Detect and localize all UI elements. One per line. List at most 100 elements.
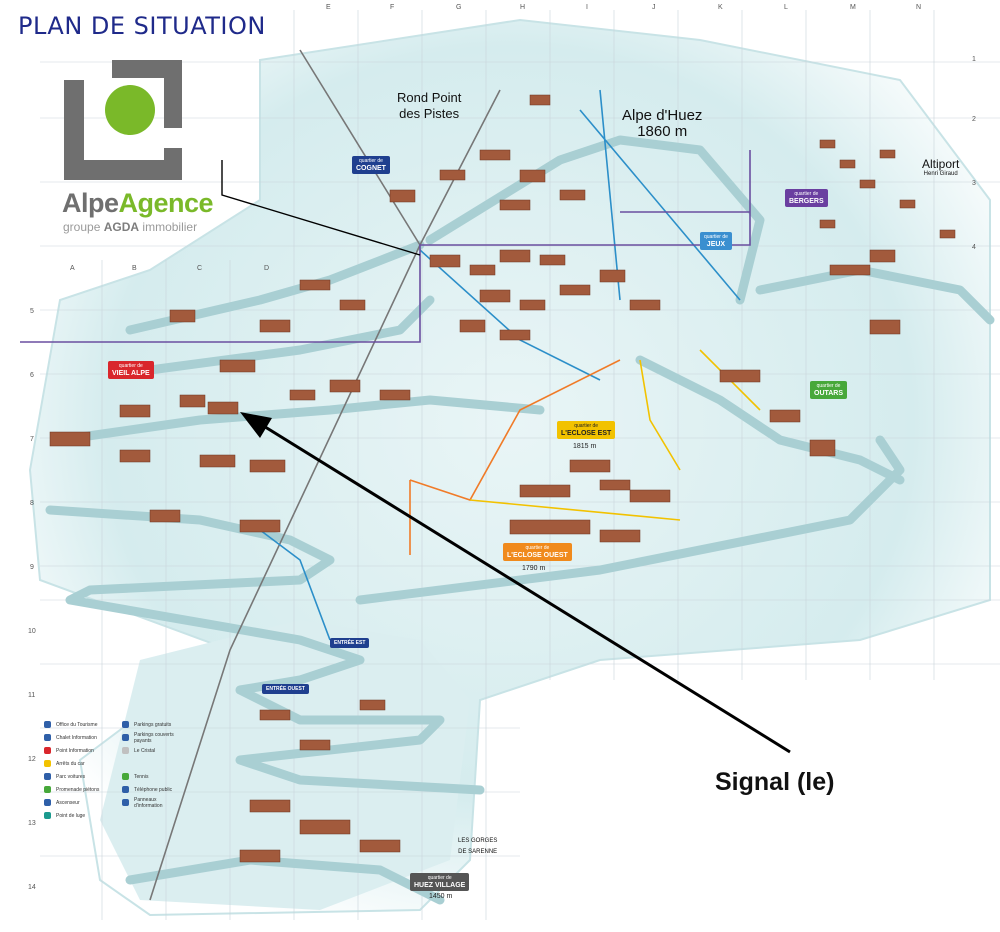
grid-row-label: 9 xyxy=(30,564,34,571)
altiport-name: Altiport xyxy=(922,157,960,171)
building xyxy=(49,431,91,447)
building xyxy=(869,249,896,263)
phone-icon xyxy=(122,786,129,793)
buildings xyxy=(49,94,956,863)
grid-row-label: 14 xyxy=(28,884,36,891)
tagline-suffix: immobilier xyxy=(142,220,198,234)
arrow-head xyxy=(240,412,272,438)
building xyxy=(499,199,531,211)
building xyxy=(207,401,239,415)
building xyxy=(119,449,151,463)
legend-item: Tennis xyxy=(122,770,148,783)
grid-col-label: G xyxy=(456,4,462,11)
info-chalet-icon xyxy=(44,734,51,741)
building xyxy=(299,819,351,835)
parking-icon xyxy=(44,773,51,780)
resort-name: Alpe d'Huez xyxy=(622,107,703,124)
building xyxy=(819,219,836,229)
alpeagence-logo[interactable]: AlpeAgence groupe AGDA immobilier xyxy=(62,58,232,238)
callout-arrow xyxy=(240,412,791,754)
building xyxy=(199,454,236,468)
legend-item: Point de luge xyxy=(44,809,184,822)
building xyxy=(769,409,801,423)
building xyxy=(519,484,571,498)
district-name: VIEIL ALPE xyxy=(112,370,150,377)
building xyxy=(599,269,626,283)
building xyxy=(169,309,196,323)
grid-row-label: 4 xyxy=(972,244,976,251)
building xyxy=(289,389,316,401)
building xyxy=(329,379,361,393)
pointer-line xyxy=(221,160,421,256)
building xyxy=(259,319,291,333)
building xyxy=(439,169,466,181)
lift-line xyxy=(639,359,681,471)
building xyxy=(359,839,401,853)
grid-col-label: N xyxy=(916,4,922,11)
district-prefix: quartier de xyxy=(525,545,550,551)
legend-label: Téléphone public xyxy=(134,786,173,793)
map-grid xyxy=(40,10,1000,920)
lift-line xyxy=(409,359,621,501)
grid-col-label: E xyxy=(326,4,331,11)
grid-col-label: F xyxy=(390,4,395,11)
district-prefix: quartier de xyxy=(118,363,143,369)
gorges-label: LES GORGES DE SARENNE xyxy=(458,838,498,855)
building xyxy=(899,199,916,209)
legend-item: Chalet Information xyxy=(44,731,184,744)
callout-label: Signal (le) xyxy=(715,768,835,796)
free-parking-icon xyxy=(122,721,129,728)
place-resort: Alpe d'Huez 1860 m xyxy=(622,108,702,140)
district-name: L'ECLOSE EST xyxy=(561,430,612,437)
road-vers-outars xyxy=(635,355,905,485)
building xyxy=(249,459,286,473)
lift-line xyxy=(299,49,421,246)
place-rond-point: Rond Point des Pistes xyxy=(397,90,461,122)
district-prefix: quartier de xyxy=(427,875,452,881)
building xyxy=(179,394,206,408)
legend-label: Parkings couverts payants xyxy=(134,731,174,744)
huez-village-altitude: 1450 m xyxy=(429,893,453,900)
legend-label: Ascenseur xyxy=(56,799,80,806)
legend-label: Arrêts du car xyxy=(56,760,85,767)
legend-label: Point de luge xyxy=(56,812,86,819)
building xyxy=(519,169,546,183)
legend-label: Point Information xyxy=(56,747,94,754)
tennis-icon xyxy=(122,773,129,780)
building xyxy=(839,159,856,169)
entry-ouest-label: ENTRÉE OUEST xyxy=(262,684,309,694)
legend-label: Parc voitures xyxy=(56,773,86,780)
building xyxy=(809,439,836,457)
eclose-est-altitude: 1815 m xyxy=(573,443,597,450)
road-lacets xyxy=(355,435,905,605)
bus-stop-icon xyxy=(44,760,51,767)
building xyxy=(539,254,566,266)
legend-item: Le Cristal xyxy=(122,744,155,757)
building xyxy=(559,189,586,201)
grid-row-label: 8 xyxy=(30,500,34,507)
grid-row-label: 11 xyxy=(28,692,36,699)
building xyxy=(219,359,256,373)
grid-col-label: C xyxy=(197,265,203,272)
grid-col-label: K xyxy=(718,4,723,11)
legend-label: Tennis xyxy=(134,773,149,780)
road-route-de-l-altiport xyxy=(755,265,995,325)
grid-row-label: 10 xyxy=(28,628,36,635)
entry-est-label: ENTRÉE EST xyxy=(330,638,370,648)
grid-col-label: I xyxy=(586,4,588,11)
building xyxy=(859,179,876,189)
building xyxy=(629,489,671,503)
legend-label: Promenade piétons xyxy=(56,786,100,793)
legend-label: Panneaux d'information xyxy=(134,796,163,809)
legend-label: Parkings gratuits xyxy=(134,721,172,728)
eclose-ouest-altitude: 1790 m xyxy=(522,565,546,572)
legend-item: Parc voitures xyxy=(44,770,184,783)
